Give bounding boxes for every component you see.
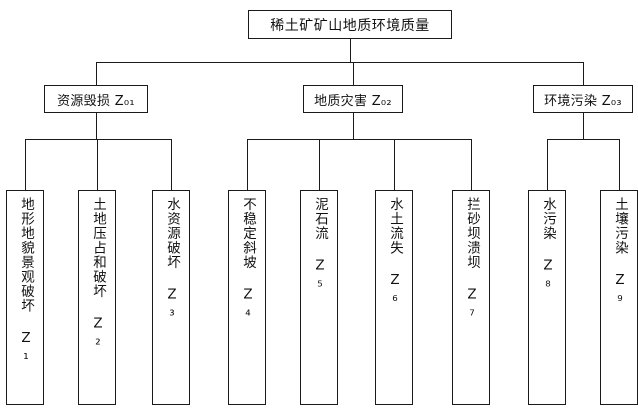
connector-level1-bus (96, 62, 583, 63)
node-indicator-z3-label: 水资源破坏 Z₃ (163, 197, 180, 321)
node-indicator-z5-label: 泥石流 Z₅ (311, 197, 328, 292)
node-indicator-z1[interactable]: 地形地貌景观破坏 Z₁ (6, 190, 44, 405)
node-indicator-z6[interactable]: 水土流失 Z₆ (375, 190, 413, 405)
node-category-z03[interactable]: 环境污染 Z₀₃ (533, 85, 633, 113)
node-root-label: 稀土矿矿山地质环境质量 (270, 17, 430, 34)
node-indicator-z4[interactable]: 不稳定斜坡 Z₄ (228, 190, 266, 405)
connector-group1-bus (25, 139, 172, 140)
connector-drop-c3 (583, 62, 584, 85)
node-indicator-z4-label: 不稳定斜坡 Z₄ (239, 197, 256, 321)
connector-c3-stem (583, 113, 584, 140)
connector-root-stem (350, 39, 351, 62)
node-indicator-z8[interactable]: 水污染 Z₈ (528, 190, 566, 405)
node-indicator-z9[interactable]: 土壤污染 Z₉ (600, 190, 638, 405)
node-indicator-z5[interactable]: 泥石流 Z₅ (300, 190, 338, 405)
node-category-z03-label: 环境污染 Z₀₃ (544, 93, 622, 109)
node-root[interactable]: 稀土矿矿山地质环境质量 (248, 10, 452, 39)
connector-drop-z8 (547, 139, 548, 190)
connector-group2-bus (247, 139, 471, 140)
node-category-z02[interactable]: 地质灾害 Z₀₂ (303, 85, 403, 113)
node-indicator-z1-label: 地形地貌景观破坏 Z₁ (17, 197, 34, 364)
node-category-z01-label: 资源毁损 Z₀₁ (57, 93, 135, 109)
connector-drop-z2 (97, 139, 98, 190)
connector-drop-z7 (471, 139, 472, 190)
node-category-z02-label: 地质灾害 Z₀₂ (314, 93, 392, 109)
connector-drop-z3 (171, 139, 172, 190)
connector-drop-z5 (319, 139, 320, 190)
node-category-z01[interactable]: 资源毁损 Z₀₁ (44, 85, 148, 113)
connector-drop-c1 (96, 62, 97, 85)
node-indicator-z2[interactable]: 土地压占和破坏 Z₂ (78, 190, 116, 405)
node-indicator-z7[interactable]: 拦砂坝溃坝 Z₇ (452, 190, 490, 405)
connector-drop-z6 (394, 139, 395, 190)
connector-c1-stem (96, 113, 97, 140)
connector-c2-stem (353, 113, 354, 140)
node-indicator-z7-label: 拦砂坝溃坝 Z₇ (463, 197, 480, 321)
connector-drop-z1 (25, 139, 26, 190)
connector-drop-z4 (247, 139, 248, 190)
connector-group3-bus (547, 139, 619, 140)
node-indicator-z8-label: 水污染 Z₈ (539, 197, 556, 292)
node-indicator-z6-label: 水土流失 Z₆ (386, 197, 403, 306)
connector-drop-z9 (619, 139, 620, 190)
connector-drop-c2 (353, 62, 354, 85)
node-indicator-z9-label: 土壤污染 Z₉ (611, 197, 628, 306)
node-indicator-z3[interactable]: 水资源破坏 Z₃ (152, 190, 190, 405)
node-indicator-z2-label: 土地压占和破坏 Z₂ (89, 197, 106, 350)
